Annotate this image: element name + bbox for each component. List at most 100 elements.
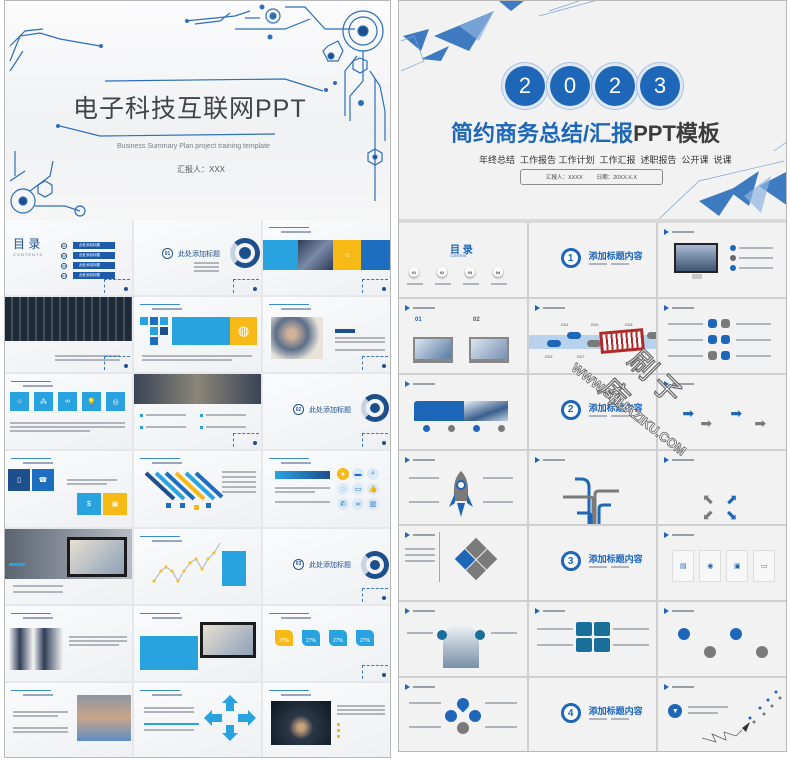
handshake-icon: ∞: [58, 392, 77, 412]
left-slide-round-icons[interactable]: ● ▬ ⌕ ◌ ▭ 👍 ✆ ∞ ▥: [263, 451, 390, 527]
right-slide-monitor[interactable]: [658, 223, 786, 297]
right-slide-grid: 目 录 CONTENT 01 02 03 04 1 添加标题内容: [399, 223, 786, 751]
timeline-year: 2016: [590, 322, 599, 327]
right-slide-toc[interactable]: 目 录 CONTENT 01 02 03 04: [399, 223, 527, 297]
toc-item: 01: [409, 267, 419, 277]
diagonal-stripes-icon: [144, 471, 224, 511]
timeline-year: 2017: [576, 354, 585, 359]
team-icon: ☺: [332, 240, 362, 270]
section-title: 此处添加标题: [309, 561, 351, 569]
left-slide-section-03[interactable]: 03 此处添加标题: [263, 528, 390, 604]
phone-icon: ☎: [32, 469, 54, 492]
right-slide-four-cards[interactable]: ▤ ◉ ▣ ▭: [658, 526, 786, 601]
section-number-badge: 3: [560, 551, 581, 572]
right-slide-hex-icons[interactable]: [658, 298, 786, 373]
left-slide-keyboard[interactable]: ☺: [263, 220, 390, 296]
left-slide-callout[interactable]: [134, 605, 261, 681]
circuit-corner-icon: [104, 279, 130, 294]
right-slide-petals[interactable]: [399, 678, 527, 751]
left-slide-stripes[interactable]: [134, 451, 261, 527]
slide-header: [534, 304, 565, 311]
slide-header: [405, 456, 435, 463]
right-slide-arrows[interactable]: ➡ ➡ ➡ ➡: [658, 374, 786, 449]
laptop-icon: [413, 336, 453, 363]
left-slide-server-room[interactable]: [5, 297, 132, 373]
right-slide-puzzle[interactable]: [399, 526, 527, 601]
left-slide-tiles[interactable]: ▯ ☎ $ ▣: [5, 451, 132, 527]
left-slide-five-icons[interactable]: ⌂ ⁂ ∞ 💡 ◎: [5, 374, 132, 450]
play-icon: [664, 684, 670, 691]
left-slide-handshake[interactable]: [5, 605, 132, 681]
compare-label: 01: [415, 316, 422, 323]
play-icon: [405, 380, 410, 387]
percent-card: 27%: [302, 629, 320, 646]
right-slide-section-2[interactable]: 2 添加标题内容: [528, 374, 657, 449]
play-icon: [405, 304, 410, 311]
left-slide-monitor[interactable]: [5, 528, 132, 604]
left-slide-hand-photo[interactable]: [134, 374, 261, 450]
circuit-corner-icon: [233, 279, 259, 294]
right-slide-section-3[interactable]: 3 添加标题内容: [528, 526, 657, 601]
slide-header-line: [140, 458, 182, 465]
right-slide-road-arrows[interactable]: [528, 450, 657, 525]
left-slide-icon-blocks[interactable]: ◍: [134, 297, 261, 373]
slide-header: [405, 608, 435, 615]
phone-icon: ✆: [337, 498, 349, 511]
year-badges: 2 0 2 3: [505, 66, 680, 106]
left-slide-arrows[interactable]: [134, 682, 261, 757]
hand-photo: [134, 374, 261, 405]
right-slide-banner-photo[interactable]: [399, 374, 527, 449]
right-slide-section-4[interactable]: 4 添加标题内容: [528, 678, 657, 751]
left-template-preview: 电子科技互联网PPT Business Summary Plan project…: [4, 0, 391, 758]
right-slide-process-circles[interactable]: [658, 602, 786, 677]
section-number-badge: 1: [560, 248, 581, 268]
right-slide-four-squares[interactable]: [528, 602, 657, 677]
icon-row: ⌂ ⁂ ∞ 💡 ◎: [10, 392, 125, 412]
target-icon: ◎: [106, 392, 125, 412]
slide-header: [664, 380, 695, 387]
timeline-year: 2015: [544, 354, 553, 359]
ring-chart-icon: [230, 238, 260, 268]
cross-arrows-icon: [204, 694, 256, 741]
right-slide-converging-arrows[interactable]: ➡ ➡ ➡ ➡: [658, 450, 786, 525]
slide-header: [405, 684, 435, 691]
play-icon: [664, 532, 670, 539]
cover-reporter: 汇报人：XXXX: [545, 175, 583, 181]
left-slide-percent-cards[interactable]: 27% 27% 27% 27%: [263, 605, 390, 681]
circuit-corner-icon: [362, 433, 388, 448]
wallet-icon: ▣: [103, 493, 127, 516]
slide-header-line: [140, 535, 182, 542]
left-slide-line-chart[interactable]: [134, 528, 261, 604]
play-icon: [405, 608, 410, 615]
left-slide-thumbs-up[interactable]: [5, 682, 132, 757]
slide-header: [405, 380, 435, 387]
pencil-scribble-icon: [702, 690, 782, 743]
year-digit-badge: 3: [640, 66, 680, 106]
team-photo: [77, 694, 131, 741]
right-slide-compare-laptops[interactable]: 01 02: [399, 298, 527, 373]
slide-header: [664, 304, 695, 311]
filter-icon: ▼: [668, 704, 683, 719]
round-icon-grid: ● ▬ ⌕ ◌ ▭ 👍 ✆ ∞ ▥: [337, 468, 379, 511]
slide-header-line: [11, 689, 53, 696]
slide-header: [664, 229, 695, 235]
toc-item: 03: [465, 267, 475, 277]
right-slide-section-1[interactable]: 1 添加标题内容: [528, 223, 657, 297]
left-slide-meeting[interactable]: [263, 297, 390, 373]
section-title: 此处添加标题: [178, 251, 220, 258]
arrow-right-icon: ➡: [730, 404, 743, 421]
right-cover-slide: 2 0 2 3 简约商务总结/汇报PPT模板 年终总结 工作报告 工作计划 工作…: [399, 1, 786, 219]
building-photo: [464, 400, 508, 421]
left-slide-section-02[interactable]: 02 此处添加标题: [263, 374, 390, 450]
percent-card: 27%: [329, 629, 347, 646]
left-slide-touch-screen[interactable]: [263, 682, 390, 757]
monitor-icon: [200, 621, 256, 658]
right-slide-building-circles[interactable]: [399, 602, 527, 677]
left-slide-section-01[interactable]: 01 此处添加标题: [134, 220, 261, 296]
right-slide-timeline[interactable]: 2014 2016 2018 2015 2017: [528, 298, 657, 373]
right-slide-rocket[interactable]: [399, 450, 527, 525]
circuit-corner-icon: [362, 279, 388, 294]
right-slide-pencil[interactable]: ▼: [658, 678, 786, 751]
play-icon: [664, 304, 670, 311]
